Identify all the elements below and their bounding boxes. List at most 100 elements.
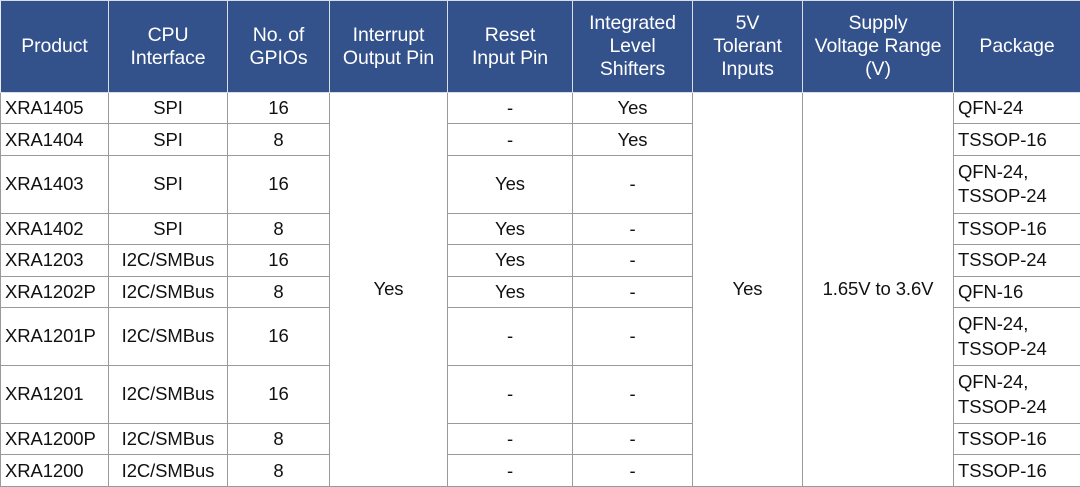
- cell-reset-input-pin: -: [447, 422, 573, 456]
- cell-package: TSSOP-16: [953, 212, 1080, 246]
- cell-integrated-level-shifters: -: [572, 244, 693, 277]
- cell-package-line2: TSSOP-24: [958, 337, 1047, 359]
- cell-package: TSSOP-16: [953, 454, 1080, 487]
- column-header-cpu-interface: CPU Interface: [108, 0, 228, 93]
- cell-package: TSSOP-16: [953, 123, 1080, 156]
- column-header-5v-tolerant-inputs-line2: Tolerant: [713, 35, 782, 57]
- column-header-interrupt-output-pin: Interrupt Output Pin: [329, 0, 448, 93]
- column-header-supply-voltage-range-line1: Supply: [848, 12, 908, 34]
- cell-no-of-gpios: 8: [227, 123, 330, 156]
- cell-product: XRA1202P: [0, 275, 109, 309]
- column-header-interrupt-output-pin-line2: Output Pin: [342, 46, 435, 69]
- column-header-package-label: Package: [979, 35, 1055, 57]
- cell-product: XRA1405: [0, 91, 109, 125]
- column-header-cpu-interface-line1: CPU: [147, 23, 189, 46]
- cell-package-line1: TSSOP-16: [958, 459, 1047, 481]
- cell-integrated-level-shifters: -: [572, 212, 693, 246]
- column-header-integrated-level-shifters: Integrated Level Shifters: [572, 0, 693, 93]
- cell-cpu-interface: I2C/SMBus: [108, 275, 228, 309]
- cell-package-line1: QFN-24: [958, 97, 1024, 119]
- cell-reset-input-pin: -: [447, 123, 573, 156]
- cell-integrated-level-shifters: -: [572, 307, 693, 367]
- cell-product: XRA1200P: [0, 422, 109, 456]
- cell-cpu-interface: I2C/SMBus: [108, 454, 228, 487]
- cell-package: QFN-24,TSSOP-24: [953, 307, 1080, 367]
- column-header-reset-input-pin: Reset Input Pin: [447, 0, 573, 93]
- column-header-product-label: Product: [21, 35, 88, 57]
- column-header-cpu-interface-line2: Interface: [130, 46, 206, 69]
- column-header-package: Package: [953, 0, 1080, 93]
- cell-reset-input-pin: -: [447, 454, 573, 487]
- column-header-reset-input-pin-line2: Input Pin: [471, 46, 549, 69]
- cell-package: QFN-24: [953, 91, 1080, 125]
- column-header-5v-tolerant-inputs-line1: 5V: [735, 12, 760, 34]
- cell-reset-input-pin: Yes: [447, 244, 573, 277]
- cell-no-of-gpios: 16: [227, 307, 330, 367]
- cell-cpu-interface: I2C/SMBus: [108, 244, 228, 277]
- cell-package: QFN-16: [953, 275, 1080, 309]
- cell-package: TSSOP-16: [953, 422, 1080, 456]
- cell-cpu-interface: I2C/SMBus: [108, 365, 228, 424]
- cell-no-of-gpios: 16: [227, 365, 330, 424]
- cell-no-of-gpios: 16: [227, 154, 330, 214]
- column-header-product: Product: [0, 0, 109, 93]
- cell-package-line1: QFN-24,: [958, 160, 1029, 182]
- cell-integrated-level-shifters: -: [572, 422, 693, 456]
- cell-product: XRA1403: [0, 154, 109, 214]
- cell-package-line1: QFN-24,: [958, 313, 1029, 335]
- column-header-5v-tolerant-inputs-line3: Inputs: [721, 58, 774, 80]
- cell-product: XRA1402: [0, 212, 109, 246]
- cell-interrupt-output-pin-merged: Yes: [329, 92, 448, 487]
- column-header-reset-input-pin-line1: Reset: [484, 23, 536, 46]
- table-header: Product CPU Interface No. of GPIOs Inter…: [0, 0, 1080, 93]
- cell-reset-input-pin: Yes: [447, 154, 573, 214]
- column-header-no-of-gpios: No. of GPIOs: [227, 0, 330, 93]
- cell-integrated-level-shifters: -: [572, 365, 693, 424]
- cell-integrated-level-shifters: -: [572, 454, 693, 487]
- cell-package-line1: TSSOP-16: [958, 217, 1047, 239]
- column-header-integrated-level-shifters-line3: Shifters: [599, 58, 666, 80]
- cell-integrated-level-shifters: -: [572, 154, 693, 214]
- column-header-supply-voltage-range: Supply Voltage Range (V): [802, 0, 954, 93]
- cell-cpu-interface: I2C/SMBus: [108, 307, 228, 367]
- cell-cpu-interface: SPI: [108, 154, 228, 214]
- cell-package-line1: TSSOP-24: [958, 249, 1047, 271]
- cell-no-of-gpios: 8: [227, 454, 330, 487]
- cell-reset-input-pin: -: [447, 91, 573, 125]
- cell-package-line1: QFN-24,: [958, 371, 1029, 393]
- column-header-no-of-gpios-line1: No. of: [252, 23, 305, 46]
- cell-cpu-interface: SPI: [108, 212, 228, 246]
- cell-package-line1: TSSOP-16: [958, 428, 1047, 449]
- cell-reset-input-pin: -: [447, 365, 573, 424]
- column-header-no-of-gpios-line2: GPIOs: [249, 46, 308, 69]
- cell-integrated-level-shifters: Yes: [572, 91, 693, 125]
- cell-package-line1: TSSOP-16: [958, 128, 1047, 150]
- cell-product: XRA1201P: [0, 307, 109, 367]
- cell-cpu-interface: SPI: [108, 123, 228, 156]
- cell-no-of-gpios: 8: [227, 422, 330, 456]
- column-header-integrated-level-shifters-line1: Integrated: [589, 12, 676, 34]
- column-header-5v-tolerant-inputs: 5V Tolerant Inputs: [692, 0, 803, 93]
- cell-no-of-gpios: 16: [227, 244, 330, 277]
- cell-no-of-gpios: 8: [227, 275, 330, 309]
- cell-integrated-level-shifters: -: [572, 275, 693, 309]
- cell-no-of-gpios: 16: [227, 91, 330, 125]
- cell-package: TSSOP-24: [953, 244, 1080, 277]
- column-header-supply-voltage-range-line3: (V): [865, 58, 891, 80]
- cell-no-of-gpios: 8: [227, 212, 330, 246]
- cell-cpu-interface: SPI: [108, 91, 228, 125]
- cell-package-line2: TSSOP-24: [958, 395, 1047, 417]
- cell-product: XRA1201: [0, 365, 109, 424]
- column-header-integrated-level-shifters-line2: Level: [609, 35, 656, 57]
- cell-package-line1: QFN-16: [958, 280, 1024, 302]
